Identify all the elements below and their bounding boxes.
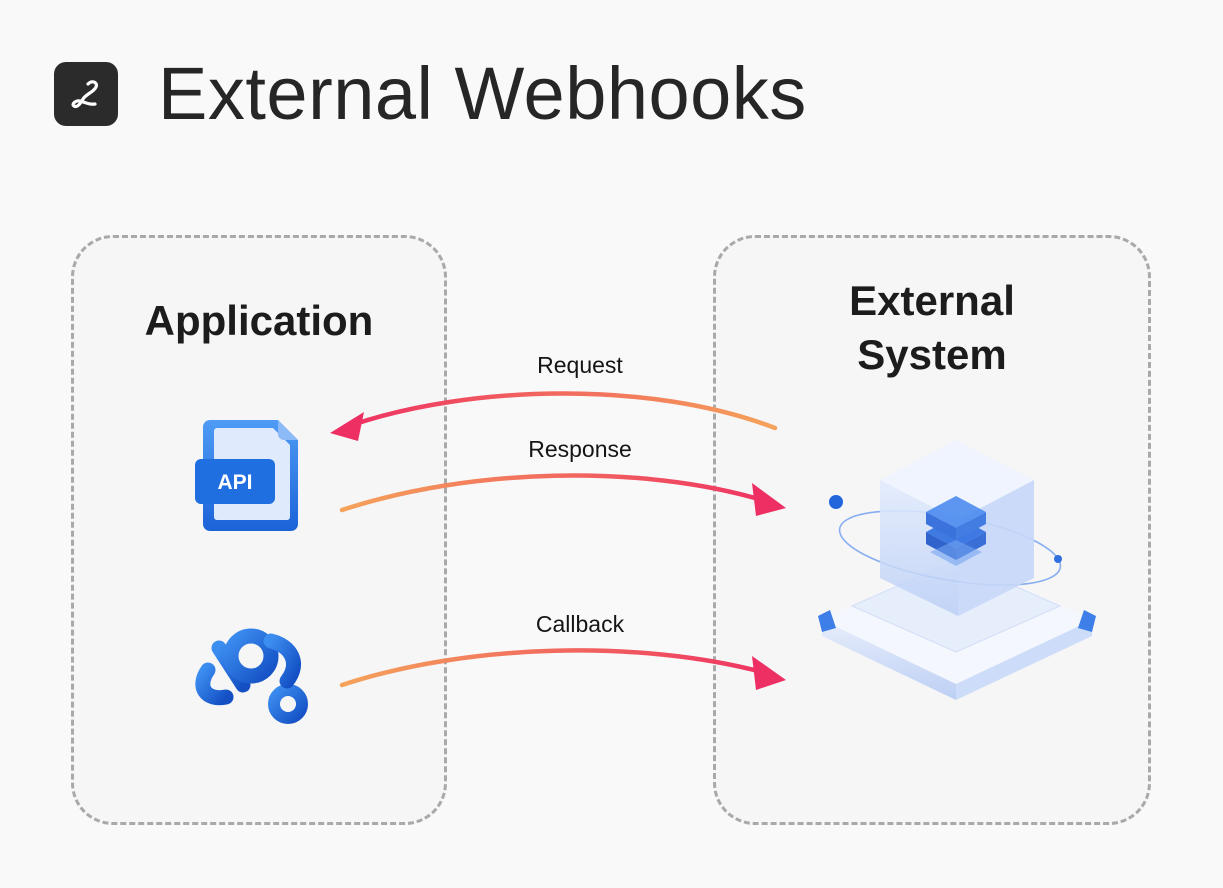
api-file-icon: API xyxy=(195,420,298,531)
response-label: Response xyxy=(528,436,632,462)
external-system-panel: External System xyxy=(713,235,1151,825)
callback-label: Callback xyxy=(535,611,625,637)
api-label: API xyxy=(217,471,252,494)
script-l-logo-icon xyxy=(71,80,98,109)
webhook-icon xyxy=(195,628,308,724)
request-arrow xyxy=(330,391,778,441)
logo-icon xyxy=(54,62,118,126)
response-arrow xyxy=(339,473,786,516)
header: External Webhooks xyxy=(54,52,807,136)
server-cube-illustration xyxy=(818,440,1096,700)
application-title: Application xyxy=(144,297,374,344)
request-label: Request xyxy=(537,352,623,378)
page-title: External Webhooks xyxy=(158,52,807,135)
callback-arrow xyxy=(339,648,786,690)
external-title-line-1: External xyxy=(849,277,1015,324)
external-system-title: External System xyxy=(716,274,1148,382)
external-title-line-2: System xyxy=(857,331,1007,378)
